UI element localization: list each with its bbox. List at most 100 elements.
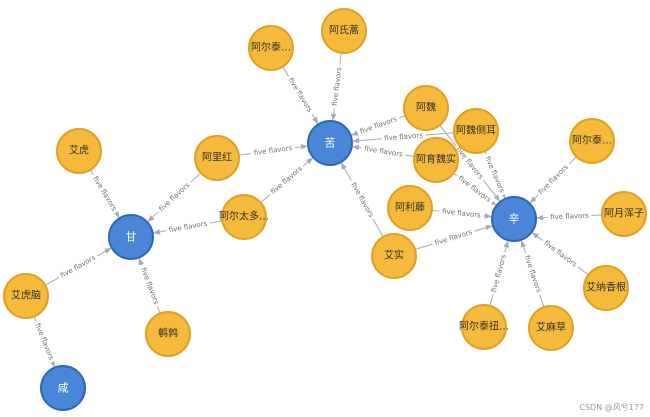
herb-node-n17[interactable]: 鹌鹑 bbox=[145, 311, 191, 357]
node-label: 艾实 bbox=[384, 249, 404, 262]
edge-label: five flavors bbox=[331, 66, 344, 106]
node-label: 辛 bbox=[509, 212, 520, 226]
edge-label-bg bbox=[266, 162, 306, 198]
herb-node-n11[interactable]: 阿月浑子 bbox=[601, 191, 647, 237]
herb-node-n1[interactable]: 阿尔泰… bbox=[248, 25, 294, 71]
edge-label: five flavors bbox=[434, 228, 474, 247]
edge-label: five flavors bbox=[523, 254, 543, 294]
herb-node-n8[interactable]: 阿利藤 bbox=[387, 185, 433, 231]
node-circle[interactable] bbox=[56, 128, 102, 174]
edge-label: five flavors bbox=[59, 254, 97, 280]
edge-label-bg bbox=[439, 206, 484, 220]
herb-node-n14[interactable]: 阿尔泰扭… bbox=[459, 304, 509, 350]
edge-label-bg bbox=[381, 130, 426, 143]
edge-label-bg bbox=[547, 210, 592, 222]
herb-node-n10[interactable]: 阿尔泰… bbox=[569, 118, 615, 164]
flavor-node-gan[interactable]: 甘 bbox=[108, 214, 154, 260]
edge-label: five flavors bbox=[483, 155, 506, 194]
flavor-node-xian[interactable]: 咸 bbox=[40, 365, 86, 411]
node-label: 甘 bbox=[126, 231, 137, 244]
flavor-node-xin[interactable]: 辛 bbox=[491, 196, 537, 242]
edge-label-bg bbox=[356, 113, 401, 137]
node-circle[interactable] bbox=[491, 196, 537, 242]
edge-label-bg bbox=[488, 250, 509, 296]
node-circle[interactable] bbox=[40, 365, 86, 411]
edge-label: five flavors bbox=[490, 253, 508, 293]
node-circle[interactable] bbox=[321, 8, 367, 54]
node-label: 阿里红 bbox=[202, 151, 232, 164]
edge-label: five flavors bbox=[253, 144, 293, 157]
herb-node-n5[interactable]: 阿育魏实 bbox=[413, 137, 459, 183]
node-label: 艾虎脑 bbox=[11, 289, 41, 302]
edge-label-bg bbox=[285, 73, 317, 116]
herb-node-n4[interactable]: 阿魏侧耳 bbox=[453, 108, 499, 154]
node-label: 阿月浑子 bbox=[604, 207, 644, 220]
node-circle[interactable] bbox=[461, 304, 507, 350]
edge-label: five flavors bbox=[543, 239, 579, 269]
herb-node-n7[interactable]: 阿尔太多… bbox=[219, 194, 269, 240]
edge-label-bg bbox=[250, 142, 296, 158]
edge-label: five flavors bbox=[349, 181, 375, 219]
edge-label-bg bbox=[89, 172, 121, 215]
node-circle[interactable] bbox=[371, 233, 417, 279]
node-circle[interactable] bbox=[583, 265, 629, 311]
node-label: 咸 bbox=[58, 382, 69, 395]
node-circle[interactable] bbox=[3, 273, 49, 319]
node-label: 阿氏蒿 bbox=[329, 25, 359, 37]
herb-node-n16[interactable]: 艾虎脑 bbox=[3, 273, 49, 319]
node-label: 艾麻草 bbox=[536, 321, 566, 334]
node-label: 阿魏 bbox=[416, 101, 436, 114]
node-circle[interactable] bbox=[108, 214, 154, 260]
herb-node-n9[interactable]: 艾实 bbox=[371, 233, 417, 279]
edge-label-bg bbox=[329, 64, 344, 109]
herb-node-n6[interactable]: 阿里红 bbox=[194, 135, 240, 181]
edge-label: five flavors bbox=[457, 174, 493, 204]
node-label: 阿尔泰扭… bbox=[459, 320, 509, 333]
herb-node-n13[interactable]: 艾麻草 bbox=[528, 305, 574, 351]
edge-label: five flavors bbox=[442, 207, 482, 219]
edge-label-bg bbox=[534, 160, 572, 199]
edge-label-bg bbox=[431, 226, 476, 248]
node-circle[interactable] bbox=[453, 108, 499, 154]
edge-label-bg bbox=[32, 319, 58, 364]
node-circle[interactable] bbox=[387, 185, 433, 231]
node-circle[interactable] bbox=[221, 194, 267, 240]
edge-label: five flavors bbox=[139, 266, 160, 305]
watermark: CSDN @风兮177 bbox=[579, 403, 644, 412]
herb-node-n12[interactable]: 艾纳香根 bbox=[583, 265, 629, 311]
flavor-node-ku[interactable]: 苦 bbox=[307, 120, 353, 166]
node-label: 阿魏侧耳 bbox=[456, 124, 496, 137]
edge-label-bg bbox=[154, 178, 194, 215]
herb-node-n2[interactable]: 阿氏蒿 bbox=[321, 8, 367, 54]
node-circle[interactable] bbox=[569, 118, 615, 164]
node-circle[interactable] bbox=[413, 137, 459, 183]
node-label: 阿尔泰… bbox=[572, 134, 612, 147]
node-circle[interactable] bbox=[601, 191, 647, 237]
node-circle[interactable] bbox=[194, 135, 240, 181]
edge-label-bg bbox=[138, 263, 163, 308]
node-label: 艾纳香根 bbox=[586, 281, 626, 294]
edge-label: five flavors bbox=[537, 163, 570, 196]
edge-label: five flavors bbox=[384, 131, 424, 142]
node-label: 艾虎 bbox=[69, 145, 89, 157]
node-label: 苦 bbox=[325, 137, 336, 150]
node-label: 阿尔太多… bbox=[219, 210, 269, 223]
edge-label: five flavors bbox=[269, 164, 304, 196]
node-circle[interactable] bbox=[403, 85, 449, 131]
node-circle[interactable] bbox=[307, 120, 353, 166]
edge-label: five flavors bbox=[91, 175, 118, 213]
edge-label-bg bbox=[540, 236, 582, 271]
node-circle[interactable] bbox=[145, 311, 191, 357]
edge-label-bg bbox=[521, 251, 545, 297]
edge-label-bg bbox=[454, 171, 496, 206]
edge-label: five flavors bbox=[287, 77, 314, 114]
herb-node-n15[interactable]: 艾虎 bbox=[56, 128, 102, 174]
node-circle[interactable] bbox=[528, 305, 574, 351]
herb-node-n3[interactable]: 阿魏 bbox=[403, 85, 449, 131]
edge-label-bg bbox=[452, 142, 488, 183]
node-circle[interactable] bbox=[248, 25, 294, 71]
edge-label: five flavors bbox=[157, 181, 191, 213]
edge-label-bg bbox=[361, 143, 407, 160]
